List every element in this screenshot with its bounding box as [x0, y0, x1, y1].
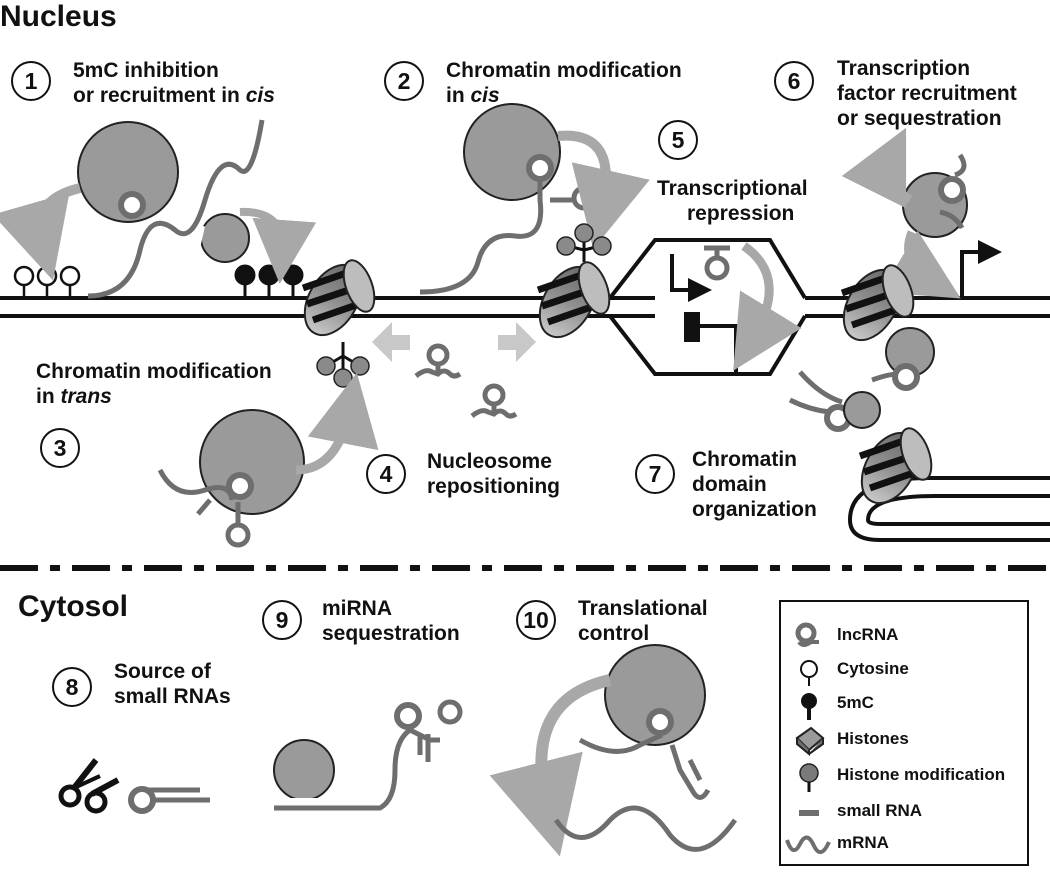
legend-item-mrna: mRNA	[781, 830, 1027, 860]
small-rna-icon	[799, 810, 819, 816]
mechanism-7-number: 7	[635, 454, 675, 494]
legend-item-5mc: 5mC	[781, 690, 1027, 720]
mechanism-2-graphic	[419, 103, 650, 347]
mechanism-1-graphic	[0, 119, 317, 299]
legend-label-small-rna: small RNA	[837, 801, 923, 820]
mechanism-6-number: 6	[774, 61, 814, 101]
mechanism-6-label: Transcription factor recruitment or sequ…	[837, 57, 1017, 130]
mechanism-8-number: 8	[52, 667, 92, 707]
mechanism-5-graphic	[670, 242, 802, 374]
cytosine-group	[13, 265, 81, 298]
mechanism-5-label: Transcriptional repression	[657, 177, 808, 225]
mechanism-9-number: 9	[262, 600, 302, 640]
legend-item-histones: Histones	[781, 726, 1027, 756]
mechanism-10-number: 10	[516, 600, 556, 640]
legend-label-histone-modification: Histone modification	[837, 765, 1006, 784]
histone-icon	[795, 726, 825, 756]
legend-item-lncrna: lncRNA	[781, 622, 1027, 652]
lncrna-icon	[795, 622, 819, 647]
mechanism-8-graphic	[58, 758, 210, 811]
legend-label-lncrna: lncRNA	[837, 625, 899, 644]
cytosine-icon	[800, 660, 818, 686]
mechanism-4-graphic	[372, 322, 536, 416]
legend-label-5mc: 5mC	[837, 693, 874, 712]
mechanism-3-number: 3	[40, 428, 80, 468]
legend-item-small-rna: small RNA	[781, 798, 1027, 828]
legend: lncRNA Cytosine 5mC Histones Histone mod…	[779, 600, 1029, 866]
legend-label-cytosine: Cytosine	[837, 659, 909, 678]
histone-modification-icon	[799, 763, 819, 792]
nucleosome-1	[293, 255, 380, 388]
mechanism-9-label: miRNA sequestration	[322, 597, 460, 645]
mechanism-8-label: Source of small RNAs	[114, 660, 231, 708]
mechanism-10-graphic	[489, 644, 738, 857]
mechanism-7-label: Chromatin domain organization	[692, 448, 817, 521]
mechanism-9-graphic	[273, 699, 463, 811]
mechanism-4-number: 4	[366, 454, 406, 494]
mechanism-3-graphic	[157, 372, 379, 548]
mechanism-3-label: Chromatin modification in trans	[36, 360, 272, 408]
nucleus-title: Nucleus	[0, 0, 117, 33]
mrna-icon	[785, 835, 831, 854]
mechanism-10-label: Translational control	[578, 597, 708, 645]
cytosol-title: Cytosol	[18, 590, 129, 623]
mechanism-1-label: 5mC inhibition or recruitment in cis	[73, 59, 275, 107]
mechanism-6-graphic	[832, 127, 1002, 350]
5mc-group	[234, 264, 304, 298]
mechanism-5-number: 5	[658, 120, 698, 160]
legend-item-histone-modification: Histone modification	[781, 762, 1027, 792]
mechanism-7-graphic	[788, 327, 1050, 542]
legend-item-cytosine: Cytosine	[781, 656, 1027, 686]
mechanism-4-label: Nucleosome repositioning	[427, 450, 560, 498]
mechanism-2-number: 2	[384, 61, 424, 101]
mechanism-1-number: 1	[11, 61, 51, 101]
histone-modification-2	[556, 223, 612, 262]
histone-modification-1	[316, 342, 370, 388]
mechanism-2-label: Chromatin modification in cis	[446, 59, 682, 107]
legend-label-histones: Histones	[837, 729, 909, 748]
5mc-icon	[801, 693, 817, 720]
legend-label-mrna: mRNA	[837, 833, 889, 852]
